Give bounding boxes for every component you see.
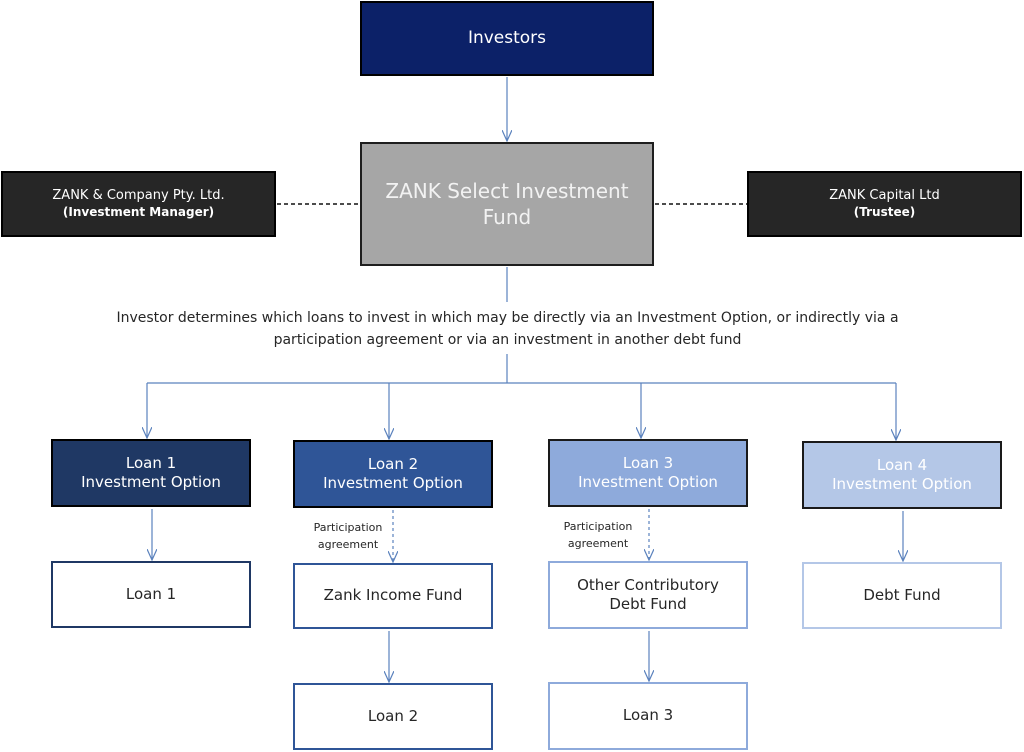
leaf-label: Debt Fund [863,585,941,604]
manager-name: ZANK & Company Pty. Ltd. [52,187,225,203]
option-subtitle: Investment Option [832,475,972,493]
option-title: Loan 4 [876,455,928,474]
manager-role: (Investment Manager) [62,204,215,219]
manager-box: ZANK & Company Pty. Ltd. (Investment Man… [1,171,276,237]
option-title: Loan 2 [367,454,419,473]
trustee-role: (Trustee) [853,204,916,219]
option-subtitle: Investment Option [81,473,221,491]
leaf-label: Loan 2 [367,706,419,725]
option-subtitle: Investment Option [323,474,463,492]
leaf-label: Other Contributory [577,575,719,594]
note-line: agreement [317,538,379,551]
leaf-label-line2: Debt Fund [609,595,687,613]
debt-fund-box: Debt Fund [802,562,1002,629]
investors-label: Investors [467,28,547,49]
zank-income-fund-box: Zank Income Fund [293,563,493,629]
loan3-option-box: Loan 3 Investment Option [548,439,748,507]
note-line: agreement [567,537,629,550]
participation-note-loan3: Participation agreement [558,518,638,552]
leaf-label: Loan 3 [622,706,674,725]
other-contributory-debt-fund-box: Other Contributory Debt Fund [548,561,748,629]
loan1-box: Loan 1 [51,561,251,628]
leaf-label: Loan 1 [125,584,177,603]
fund-box: ZANK Select Investment Fund [360,142,654,266]
investors-box: Investors [360,1,654,76]
trustee-name: ZANK Capital Ltd [829,187,940,203]
loan2-option-box: Loan 2 Investment Option [293,440,493,508]
participation-note-loan2: Participation agreement [306,519,390,553]
note-line: Participation [313,521,383,534]
trustee-box: ZANK Capital Ltd (Trustee) [747,171,1022,237]
description-text: Investor determines which loans to inves… [116,310,899,348]
option-title: Loan 1 [125,453,177,472]
loan2-box: Loan 2 [293,683,493,750]
option-title: Loan 3 [622,453,674,472]
leaf-label: Zank Income Fund [323,586,463,605]
loan3-box: Loan 3 [548,682,748,750]
note-line: Participation [563,520,633,533]
loan4-option-box: Loan 4 Investment Option [802,441,1002,509]
fund-label: ZANK Select Investment Fund [385,179,629,229]
loan1-option-box: Loan 1 Investment Option [51,439,251,507]
option-subtitle: Investment Option [578,473,718,491]
